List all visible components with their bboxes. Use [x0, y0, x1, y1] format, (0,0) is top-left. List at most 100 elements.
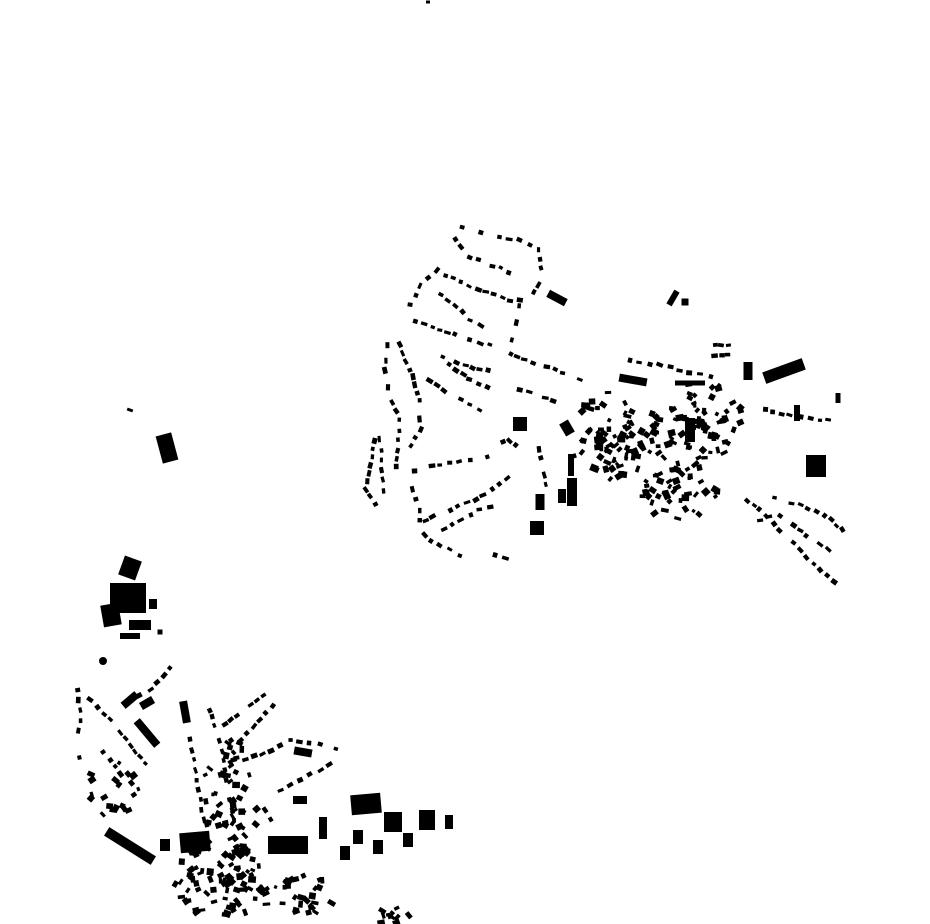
building — [477, 229, 484, 236]
building — [833, 522, 840, 529]
building — [293, 746, 313, 758]
building — [486, 504, 494, 510]
building — [393, 905, 400, 911]
building — [319, 817, 327, 839]
building — [443, 330, 452, 336]
building — [454, 503, 461, 509]
building — [155, 432, 179, 464]
building — [537, 455, 544, 461]
building — [816, 566, 824, 574]
building — [127, 779, 136, 787]
building — [191, 756, 197, 762]
building — [691, 508, 696, 514]
building — [288, 738, 293, 742]
building — [648, 485, 658, 495]
building — [525, 389, 533, 395]
building — [505, 437, 513, 445]
building — [476, 322, 485, 330]
building — [149, 599, 157, 609]
building — [435, 541, 443, 549]
building — [89, 791, 95, 798]
building — [228, 902, 237, 909]
building — [604, 390, 612, 395]
building — [790, 539, 797, 546]
building — [618, 373, 648, 387]
building — [116, 769, 125, 779]
building — [654, 449, 663, 457]
building — [251, 819, 261, 829]
building — [695, 421, 702, 430]
building — [686, 394, 694, 402]
building — [612, 441, 620, 449]
building — [226, 852, 237, 862]
building — [99, 748, 107, 756]
building — [131, 748, 138, 755]
building — [239, 745, 245, 753]
building — [216, 871, 225, 879]
building — [451, 331, 458, 338]
building — [559, 419, 575, 437]
building — [221, 877, 227, 884]
building — [428, 513, 437, 521]
building — [393, 463, 399, 470]
building-layer — [74, 0, 846, 924]
building — [291, 875, 300, 883]
building — [690, 459, 700, 469]
building — [655, 470, 664, 478]
building — [120, 633, 140, 639]
building — [124, 770, 132, 778]
building — [118, 555, 142, 581]
building — [617, 435, 626, 443]
building — [788, 501, 795, 506]
building — [107, 716, 114, 723]
building — [122, 735, 129, 742]
building — [517, 303, 522, 309]
building — [736, 418, 745, 427]
building — [627, 357, 633, 364]
building — [506, 298, 514, 304]
building — [87, 775, 97, 785]
building — [440, 387, 448, 395]
building — [538, 265, 544, 271]
building — [685, 370, 693, 376]
building — [452, 236, 459, 243]
building — [410, 372, 416, 381]
building — [325, 760, 334, 769]
building — [691, 392, 698, 399]
building — [292, 906, 300, 914]
building — [419, 810, 435, 830]
building — [99, 811, 106, 818]
building — [203, 889, 211, 897]
building — [177, 894, 186, 900]
building — [233, 865, 241, 873]
building — [465, 376, 473, 383]
building — [717, 342, 725, 348]
building — [185, 898, 192, 904]
building — [626, 419, 634, 426]
building — [615, 463, 624, 469]
building — [418, 507, 422, 514]
building — [588, 398, 596, 405]
building — [451, 366, 460, 375]
building — [667, 364, 674, 370]
building — [402, 357, 409, 366]
building — [142, 760, 148, 766]
building — [230, 749, 237, 756]
building — [730, 426, 737, 434]
building — [112, 803, 120, 812]
building — [99, 657, 107, 665]
building — [112, 763, 119, 770]
building — [827, 515, 835, 523]
building — [688, 445, 693, 450]
building — [778, 411, 785, 417]
building — [623, 424, 632, 432]
building — [446, 546, 453, 552]
building — [133, 718, 161, 748]
building — [77, 755, 82, 760]
building — [505, 269, 512, 276]
building — [660, 454, 668, 462]
building — [366, 469, 372, 477]
building — [333, 746, 339, 752]
building — [220, 820, 230, 829]
